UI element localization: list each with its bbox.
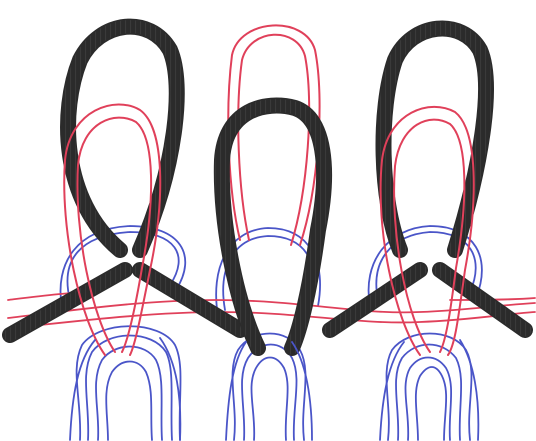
- black-loop-top-left: [68, 27, 177, 250]
- blue-strand: [416, 367, 446, 440]
- black-loop-top-right: [384, 28, 486, 250]
- red-strand: [8, 300, 535, 318]
- blue-strand: [106, 362, 152, 441]
- blue-strand: [251, 358, 287, 441]
- red-loop-top-middle: [228, 25, 319, 245]
- blue-strand: [380, 340, 478, 440]
